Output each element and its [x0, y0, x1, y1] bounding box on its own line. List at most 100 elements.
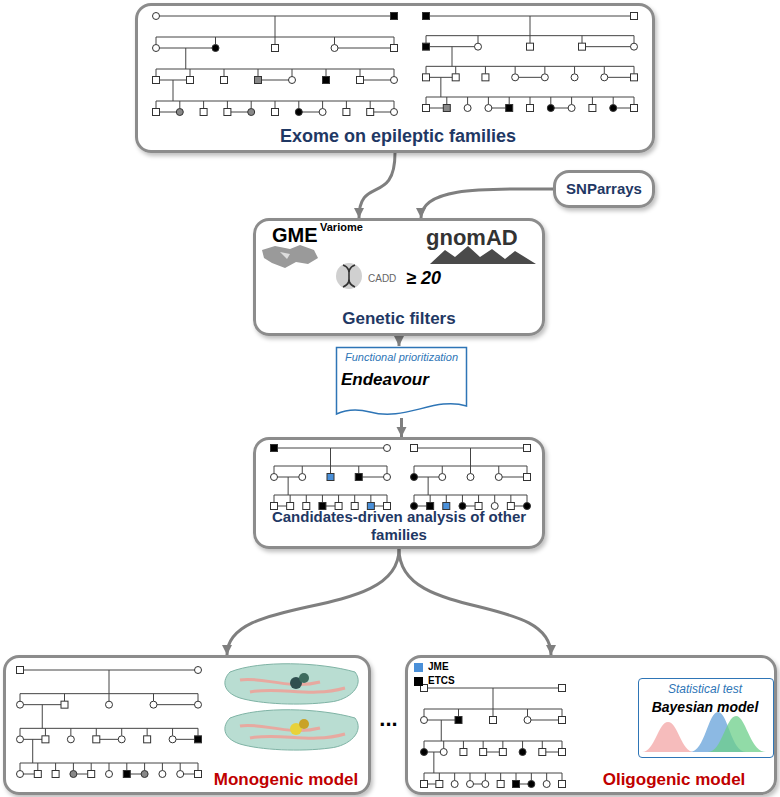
male-symbol	[153, 77, 160, 84]
individual-line	[494, 495, 495, 503]
individual-line	[20, 728, 21, 736]
male-symbol	[631, 105, 638, 112]
descent-line	[42, 705, 43, 729]
female-symbol	[289, 77, 296, 84]
female-symbol	[17, 736, 24, 743]
individual-line	[370, 101, 371, 109]
female-symbol	[391, 109, 398, 116]
individual-line	[527, 709, 528, 717]
individual-line	[298, 101, 299, 109]
individual-line	[227, 101, 228, 109]
male-symbol	[423, 74, 430, 81]
male-symbol	[327, 474, 334, 481]
individual-line	[470, 773, 471, 781]
node-text: Endeavour	[341, 370, 433, 390]
individual-line	[109, 763, 110, 771]
male-symbol	[195, 771, 202, 778]
individual-line	[64, 694, 65, 702]
male-symbol	[52, 771, 59, 778]
individual-line	[326, 69, 327, 77]
marriage-line	[154, 704, 199, 705]
marriage-line	[258, 80, 292, 81]
descent-line	[109, 670, 110, 694]
individual-line	[634, 97, 635, 105]
individual-line	[370, 495, 371, 503]
individual-line	[394, 101, 395, 109]
female-symbol	[384, 474, 391, 481]
descent-line	[470, 448, 471, 466]
individual-line	[330, 466, 331, 474]
map-shape	[262, 245, 318, 268]
individual-line	[426, 66, 427, 74]
marriage-line	[335, 48, 395, 49]
legend-text: JME	[428, 661, 449, 672]
node-text: ≥ 20	[406, 268, 466, 290]
individual-line	[20, 763, 21, 771]
individual-line	[162, 763, 163, 771]
male-symbol	[255, 77, 262, 84]
node-text: Functional prioritization	[338, 351, 465, 364]
marriage-line	[515, 77, 545, 78]
male-symbol	[559, 749, 566, 756]
male-symbol	[411, 445, 418, 452]
individual-line	[251, 101, 252, 109]
marriage-line	[528, 720, 563, 721]
individual-line	[446, 97, 447, 105]
male-symbol	[391, 13, 398, 20]
female-symbol	[512, 74, 519, 81]
individual-line	[96, 728, 97, 736]
individual-line	[37, 763, 38, 771]
individual-line	[292, 69, 293, 77]
individual-line	[582, 36, 583, 44]
curve-red	[642, 722, 694, 752]
female-symbol	[177, 771, 184, 778]
male-symbol	[323, 77, 330, 84]
individual-line	[424, 773, 425, 781]
female-symbol	[17, 701, 24, 708]
individual-line	[592, 97, 593, 105]
individual-line	[522, 741, 523, 749]
individual-line	[634, 66, 635, 74]
individual-line	[198, 694, 199, 702]
female-symbol	[467, 781, 474, 788]
individual-line	[485, 773, 486, 781]
female-symbol	[475, 43, 482, 50]
female-symbol	[195, 701, 202, 708]
male-symbol	[579, 43, 586, 50]
female-symbol	[547, 105, 554, 112]
male-symbol	[539, 749, 546, 756]
male-symbol	[42, 736, 49, 743]
female-symbol	[524, 717, 531, 724]
female-symbol	[141, 771, 148, 778]
protein-surface	[225, 664, 358, 704]
sibship-line	[426, 66, 634, 67]
individual-line	[156, 69, 157, 77]
descent-line	[530, 16, 531, 36]
posterior-curves	[642, 712, 766, 752]
female-symbol	[601, 74, 608, 81]
male-symbol	[524, 445, 531, 452]
female-symbol	[568, 105, 575, 112]
process-box: SNParrays	[553, 170, 655, 208]
individual-line	[109, 694, 110, 702]
individual-line	[426, 36, 427, 44]
individual-line	[215, 37, 216, 45]
individual-line	[571, 97, 572, 105]
female-symbol	[421, 749, 428, 756]
individual-line	[634, 36, 635, 44]
male-symbol	[391, 45, 398, 52]
individual-line	[258, 69, 259, 77]
male-symbol	[153, 109, 160, 116]
individual-line	[302, 466, 303, 474]
male-symbol	[506, 105, 513, 112]
female-symbol	[248, 109, 255, 116]
flow-arrow	[227, 549, 399, 655]
curve-green	[708, 716, 766, 752]
male-symbol	[589, 105, 596, 112]
individual-line	[439, 773, 440, 781]
individual-line	[546, 773, 547, 781]
male-symbol	[452, 74, 459, 81]
female-symbol	[106, 701, 113, 708]
male-symbol	[421, 781, 428, 788]
female-symbol	[271, 474, 278, 481]
